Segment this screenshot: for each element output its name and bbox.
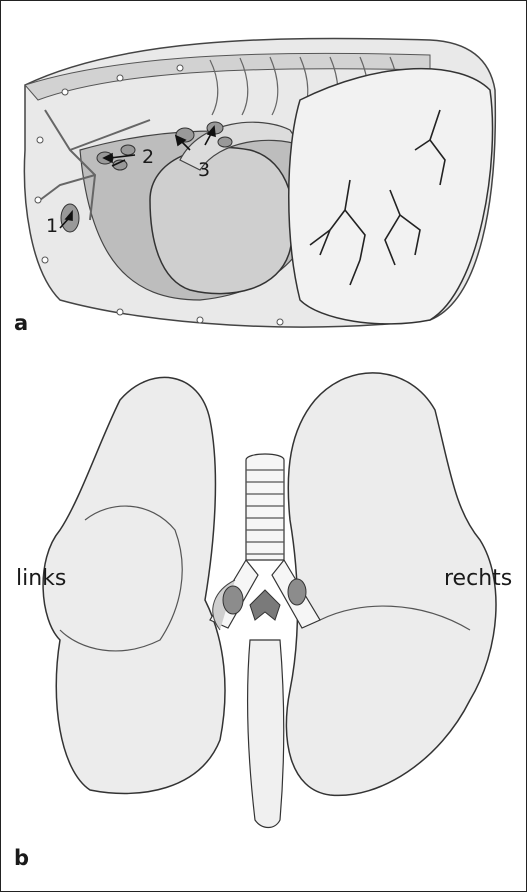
panel-b-illustration bbox=[43, 373, 496, 828]
right-side-label: rechts bbox=[444, 566, 512, 591]
panel-a-illustration bbox=[24, 38, 495, 327]
marker-1: 1 bbox=[46, 215, 58, 237]
panel-b-label: b bbox=[14, 846, 29, 870]
marker-2: 2 bbox=[142, 146, 154, 168]
panel-a-label: a bbox=[14, 311, 28, 335]
left-side-label: links bbox=[16, 566, 66, 591]
marker-3: 3 bbox=[198, 159, 210, 181]
